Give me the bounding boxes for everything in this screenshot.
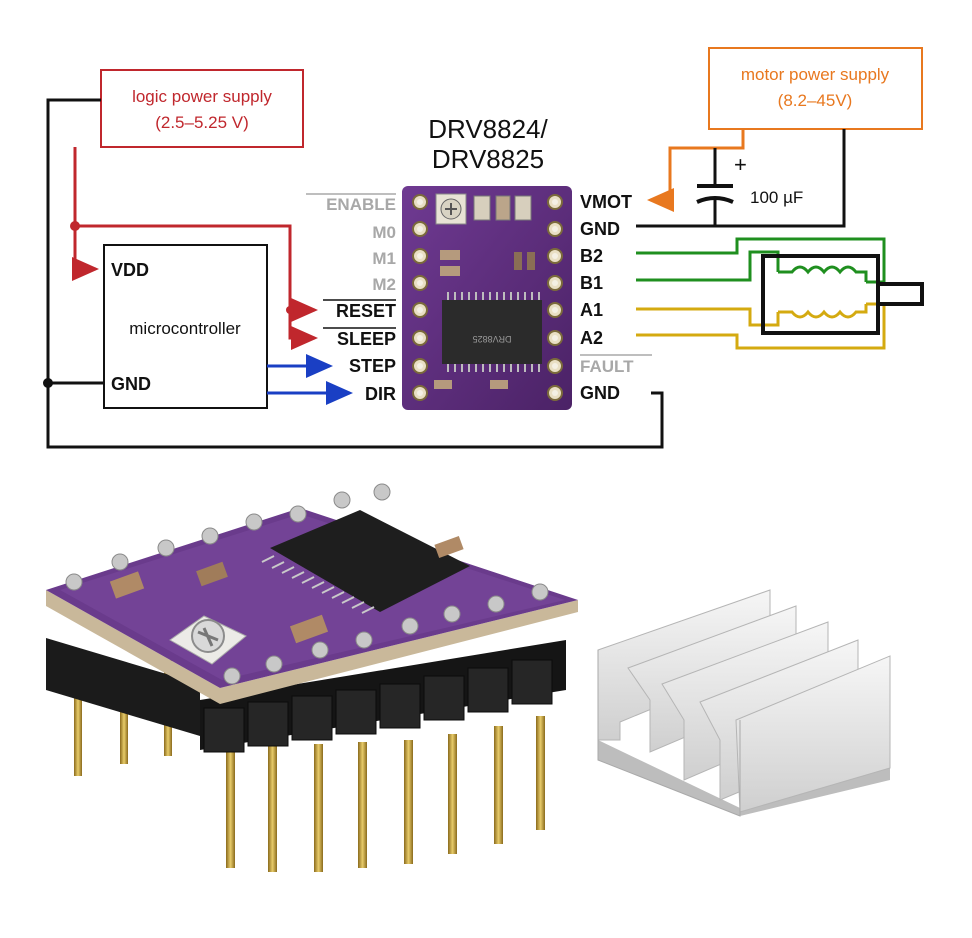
capacitor-plus-sign: + — [734, 152, 747, 177]
logic-wiring — [70, 147, 318, 350]
stepper-motor-symbol — [761, 254, 924, 335]
pin-label-m0: M0 — [372, 223, 396, 242]
pin-label-a1: A1 — [580, 300, 603, 320]
pin-label-step: STEP — [349, 356, 396, 376]
logic-supply-range: (2.5–5.25 V) — [155, 113, 249, 132]
pin-label-gnd-motor: GND — [580, 219, 620, 239]
driver-module-photo — [46, 483, 578, 872]
pin-label-dir: DIR — [365, 384, 396, 404]
pin-label-m1: M1 — [372, 249, 396, 268]
left-pin-labels: ENABLE M0 M1 M2 RESET SLEEP STEP DIR — [306, 193, 396, 404]
logic-power-supply-box: logic power supply (2.5–5.25 V) — [100, 69, 304, 148]
diagram-title-line2: DRV8825 — [432, 144, 544, 174]
pin-label-b1: B1 — [580, 273, 603, 293]
signal-wiring — [267, 354, 353, 405]
capacitor-symbol: + 100 µF — [696, 148, 803, 226]
ground-wiring — [43, 98, 664, 449]
diagram-title-line1: DRV8824/ — [428, 114, 548, 144]
mcu-label: microcontroller — [129, 319, 241, 338]
chip-marking: DRV8825 — [473, 334, 512, 344]
pin-label-fault: FAULT — [580, 357, 634, 376]
right-pin-labels: VMOT GND B2 B1 A1 A2 FAULT GND — [580, 192, 652, 403]
mcu-gnd-label: GND — [111, 374, 151, 394]
coil-a-wiring — [636, 302, 886, 350]
motor-power-supply-box: motor power supply (8.2–45V) — [708, 47, 923, 130]
pin-label-m2: M2 — [372, 275, 396, 294]
pin-label-a2: A2 — [580, 328, 603, 348]
coil-b-wiring — [636, 237, 886, 284]
logic-supply-label: logic power supply — [132, 87, 272, 106]
pin-label-gnd-logic: GND — [580, 383, 620, 403]
pin-label-reset: RESET — [336, 301, 396, 321]
pin-label-vmot: VMOT — [580, 192, 632, 212]
pin-label-enable: ENABLE — [326, 195, 396, 214]
mcu-vdd-label: VDD — [111, 260, 149, 280]
microcontroller-box: VDD microcontroller GND — [103, 244, 268, 409]
motor-supply-range: (8.2–45V) — [778, 91, 853, 110]
capacitor-value-label: 100 µF — [750, 188, 803, 207]
motor-supply-label: motor power supply — [741, 65, 890, 84]
motor-supply-wiring — [636, 129, 846, 228]
driver-board-top-view: DRV8825 — [402, 186, 572, 410]
pin-label-b2: B2 — [580, 246, 603, 266]
pin-label-sleep: SLEEP — [337, 329, 396, 349]
heatsink-photo — [597, 589, 891, 817]
